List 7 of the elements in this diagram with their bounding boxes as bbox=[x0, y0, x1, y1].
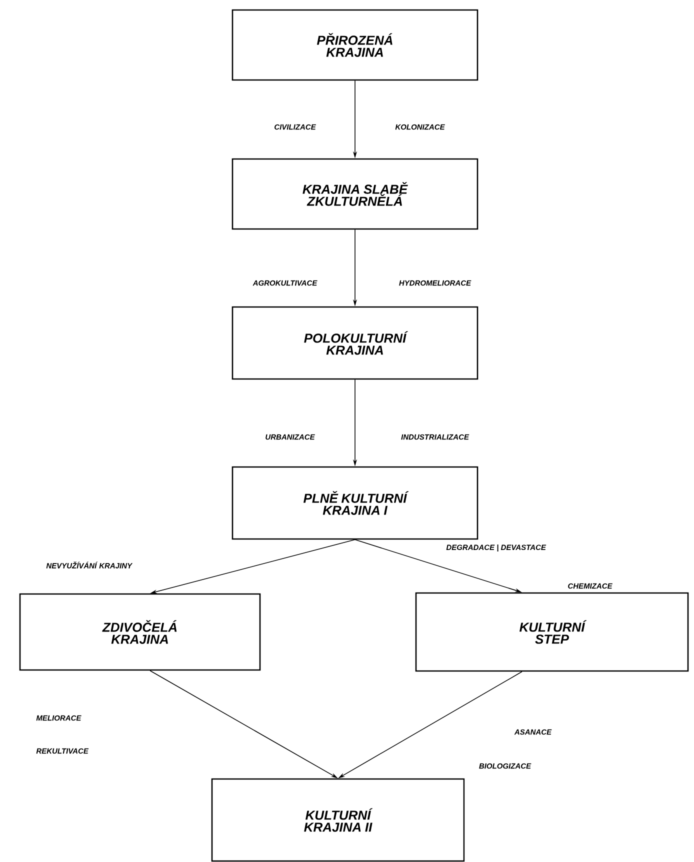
process-box: POLOKULTURNÍ KRAJINA bbox=[232, 306, 478, 380]
process-box: PŘIROZENÁ KRAJINA bbox=[232, 9, 478, 81]
process-box: ZDIVOČELÁ KRAJINA bbox=[19, 593, 261, 671]
process-box: KULTURNÍ STEP bbox=[415, 592, 689, 672]
process-box: KRAJINA SLABĚ ZKULTURNĚLÁ bbox=[232, 158, 478, 230]
process-box: KULTURNÍ KRAJINA II bbox=[211, 778, 465, 862]
process-box: PLNĚ KULTURNÍ KRAJINA I bbox=[232, 466, 478, 540]
